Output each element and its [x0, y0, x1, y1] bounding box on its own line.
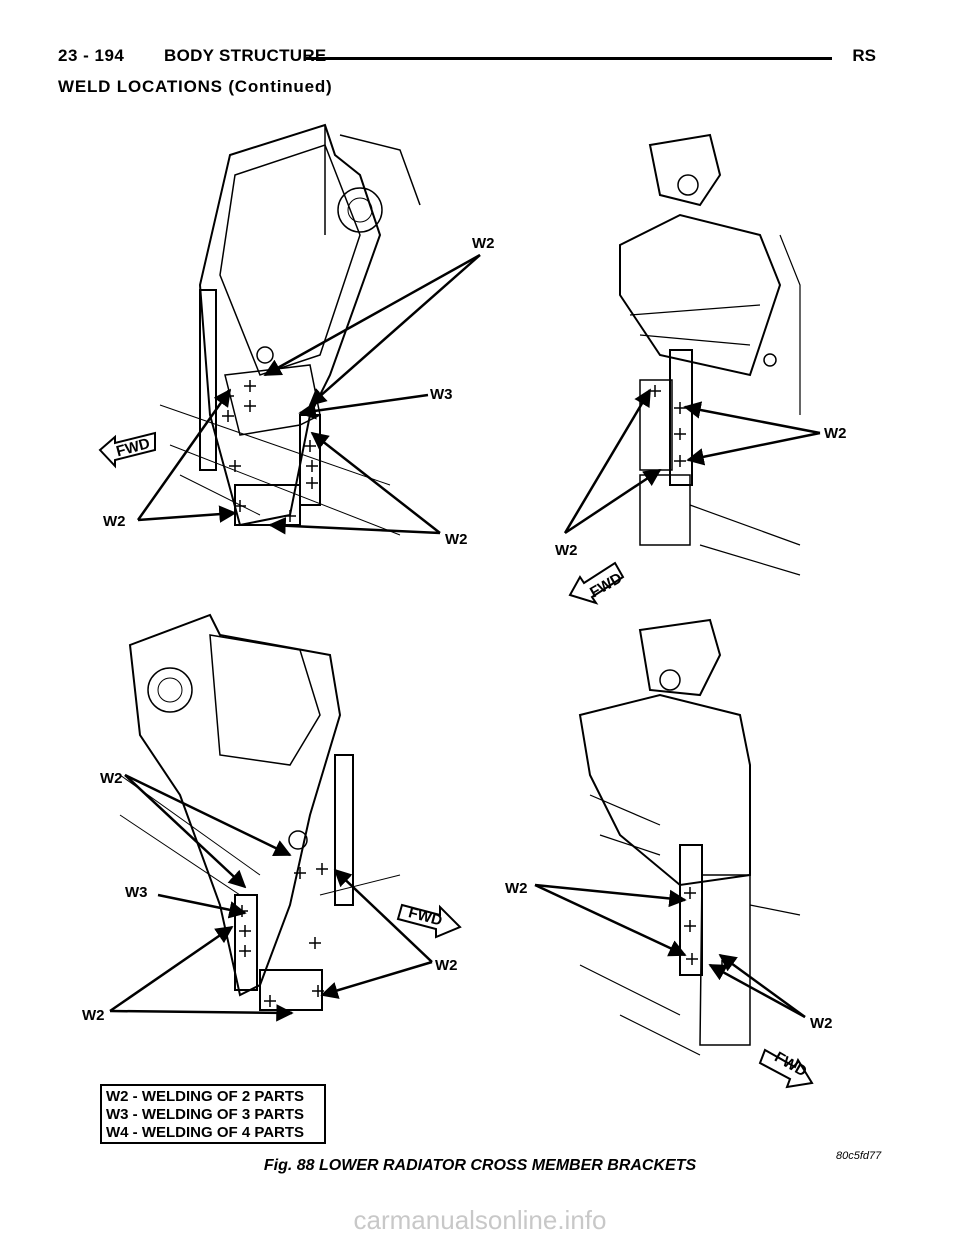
weld-label-w2: W2	[100, 770, 123, 787]
weld-label-w3: W3	[430, 386, 453, 403]
section-title: BODY STRUCTURE	[164, 46, 327, 65]
weld-locations-illustration: FWD FWD FWD FWD W2 W3 W2 W2 W2 W2 W2 W3 …	[82, 123, 847, 1089]
vehicle-code: RS	[852, 46, 876, 65]
weld-label-w2: W2	[810, 1015, 833, 1032]
header-rule	[306, 57, 832, 60]
weld-label-w2: W2	[472, 235, 495, 252]
weld-label-w2: W2	[103, 513, 126, 530]
section-subheading: WELD LOCATIONS (Continued)	[58, 77, 333, 96]
weld-label-w2: W2	[505, 880, 528, 897]
legend-item: W2 - WELDING OF 2 PARTS	[106, 1088, 305, 1105]
weld-legend: W2 - WELDING OF 2 PARTS W3 - WELDING OF …	[100, 1084, 326, 1144]
fwd-arrow-1: FWD	[98, 431, 156, 469]
weld-label-w2: W2	[435, 957, 458, 974]
weld-label-w2: W2	[555, 542, 578, 559]
page-header: 23 - 194 BODY STRUCTURE RS	[58, 46, 876, 72]
fwd-arrow-4: FWD	[758, 1048, 814, 1089]
figure-caption: Fig. 88 LOWER RADIATOR CROSS MEMBER BRAC…	[263, 1157, 697, 1174]
legend-item: W4 - WELDING OF 4 PARTS	[106, 1124, 305, 1141]
weld-label-w2: W2	[82, 1007, 105, 1024]
weld-label-w2: W2	[824, 425, 847, 442]
fwd-label: FWD	[114, 435, 152, 460]
figure-id: 80c5fd77	[836, 1150, 882, 1162]
watermark: carmanualsonline.info	[353, 1205, 607, 1235]
view-bottom-left	[109, 613, 433, 1022]
fwd-arrow-2: FWD	[568, 561, 625, 605]
legend-item: W3 - WELDING OF 3 PARTS	[106, 1106, 305, 1123]
view-top-right	[563, 133, 821, 576]
view-top-left	[136, 123, 481, 536]
page-number: 23 - 194	[58, 46, 125, 65]
weld-label-w2: W2	[445, 531, 468, 548]
fwd-arrow-3: FWD	[396, 903, 462, 939]
weld-label-w3: W3	[125, 884, 148, 901]
view-bottom-right	[534, 618, 806, 1056]
